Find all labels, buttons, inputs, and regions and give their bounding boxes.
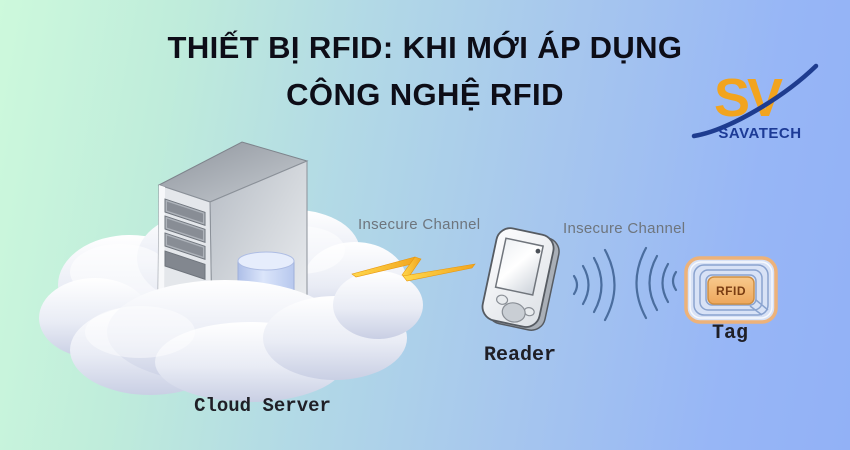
reader-screen bbox=[494, 237, 545, 296]
reader-led bbox=[535, 248, 541, 254]
drive-bay bbox=[164, 215, 206, 243]
page-title: THIẾT BỊ RFID: KHI MỚI ÁP DỤNG CÔNG NGHỆ… bbox=[0, 24, 850, 118]
page-title-line2: CÔNG NGHỆ RFID bbox=[286, 77, 564, 112]
reader-icon bbox=[481, 227, 560, 331]
reader-label: Reader bbox=[483, 344, 556, 367]
page-title-line1: THIẾT BỊ RFID: KHI MỚI ÁP DỤNG bbox=[167, 30, 683, 65]
logo-swoosh bbox=[691, 63, 819, 139]
drive-bay bbox=[164, 198, 206, 226]
savatech-logo: SV SAVATECH bbox=[691, 63, 819, 142]
reader-button-left bbox=[496, 294, 509, 305]
rfid-tag-icon: RFID bbox=[684, 256, 778, 324]
logo-name: SAVATECH bbox=[718, 125, 801, 142]
insecure-channel-label-left: Insecure Channel bbox=[358, 216, 481, 233]
drive-bay bbox=[164, 232, 206, 260]
reader-button-main bbox=[501, 302, 526, 323]
lightning-icon bbox=[351, 256, 476, 282]
cloud-server-label: Cloud Server bbox=[194, 395, 331, 417]
rfid-chip bbox=[707, 276, 755, 305]
cloud-shape-front bbox=[39, 271, 423, 402]
tag-label: Tag bbox=[711, 322, 748, 345]
tag-antenna-coil bbox=[693, 264, 769, 316]
radio-waves-tag bbox=[635, 246, 678, 320]
rfid-chip-label: RFID bbox=[716, 284, 746, 298]
server-slot bbox=[164, 250, 206, 280]
server-front-highlight bbox=[158, 185, 165, 309]
insecure-channel-label-right: Insecure Channel bbox=[563, 220, 686, 237]
radio-waves-reader bbox=[572, 248, 616, 322]
